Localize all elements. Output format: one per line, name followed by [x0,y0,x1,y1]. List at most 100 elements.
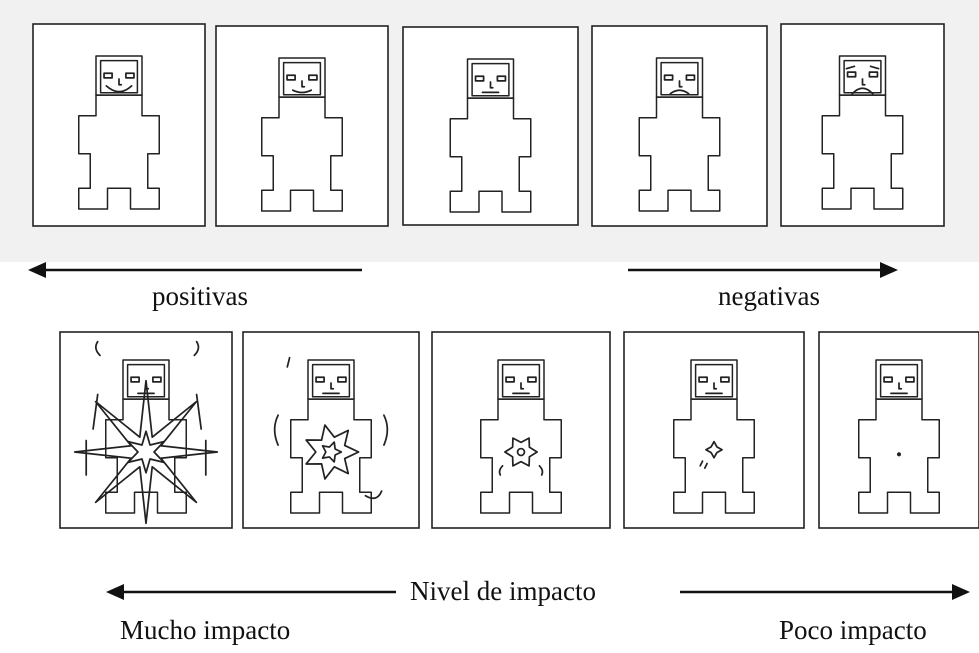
panel-frame [242,331,420,529]
negative-label: negativas [718,281,820,311]
eye [846,71,857,78]
panel-frame [215,25,389,227]
eye [125,72,135,79]
valence-panel [215,25,389,227]
body-outline [859,399,940,513]
little-impact-arrow [680,584,970,600]
nose [330,382,335,390]
eye [337,376,347,383]
mouth [669,89,690,95]
eye [103,72,113,79]
brow [869,65,880,70]
head [308,360,354,399]
vibration-mark [383,414,389,446]
impact-panel [242,331,420,529]
impact-level-label: Nivel de impacto [410,576,596,606]
vibration-mark [286,356,291,368]
vibration-mark [92,393,99,430]
manikin [73,340,219,525]
impact-blob [305,424,360,480]
eye [505,376,515,383]
nose [861,78,866,86]
valence-panel [780,23,945,227]
brow [845,65,856,70]
body-outline [106,399,187,513]
head [498,360,544,399]
much-impact-label: Mucho impacto [120,615,291,645]
manikin [674,360,755,513]
body-outline [450,98,531,212]
eye [152,376,162,383]
eye [308,74,318,81]
negative-arrow [628,262,898,278]
face [472,64,509,96]
nose [898,382,903,390]
little-impact-label: Poco impacto [779,615,927,645]
much-impact-arrow [106,584,396,600]
impact-panel [431,331,611,529]
head [691,360,737,399]
impact-blob [705,440,723,459]
head [876,360,922,399]
valence-panel [591,25,768,227]
manikin [79,56,160,209]
impact-blob [504,437,538,467]
eye [883,376,893,383]
nose [118,78,123,86]
panel-frame [59,331,233,529]
body-outline [262,97,343,211]
eye [868,71,879,78]
vibration-mark [195,393,203,430]
vibration-mark [364,490,383,500]
panel-frame [402,26,579,226]
body-outline [79,95,160,209]
panel-frame [591,25,768,227]
body-outline [674,399,755,513]
impact-core [321,441,343,463]
valence-panel [32,23,206,227]
eye [698,376,708,383]
valence-row [32,23,945,227]
impact-core [516,447,526,457]
nose [301,80,306,88]
eye [496,75,507,82]
face [881,365,918,397]
body-outline [822,95,903,209]
eye [527,376,537,383]
eye [905,376,915,383]
face [101,61,138,93]
head [840,56,886,95]
head [123,360,169,399]
body-outline [639,97,720,211]
panel-frame [32,23,206,227]
panel-frame [431,331,611,529]
head [96,56,142,95]
mouth [291,89,313,94]
head [468,59,514,98]
manikin [859,360,940,513]
vibration-mark [538,464,544,476]
impact-row [59,331,979,529]
nose [713,382,718,390]
impact-panel [623,331,805,529]
eye [663,74,674,81]
manikin [822,56,903,209]
vibration-mark [498,464,504,476]
panel-frame [818,331,979,529]
impact-dot [896,452,902,457]
manikin [273,356,389,513]
eye [130,376,140,383]
manikin [639,58,720,211]
face [313,365,350,397]
face [284,63,321,95]
impact-panel [818,331,979,529]
impact-panel [59,331,233,529]
nose [489,81,494,89]
face [128,365,165,397]
head [657,58,703,97]
mouth [105,85,133,93]
manikin [450,59,531,212]
vibration-mark [699,460,708,469]
